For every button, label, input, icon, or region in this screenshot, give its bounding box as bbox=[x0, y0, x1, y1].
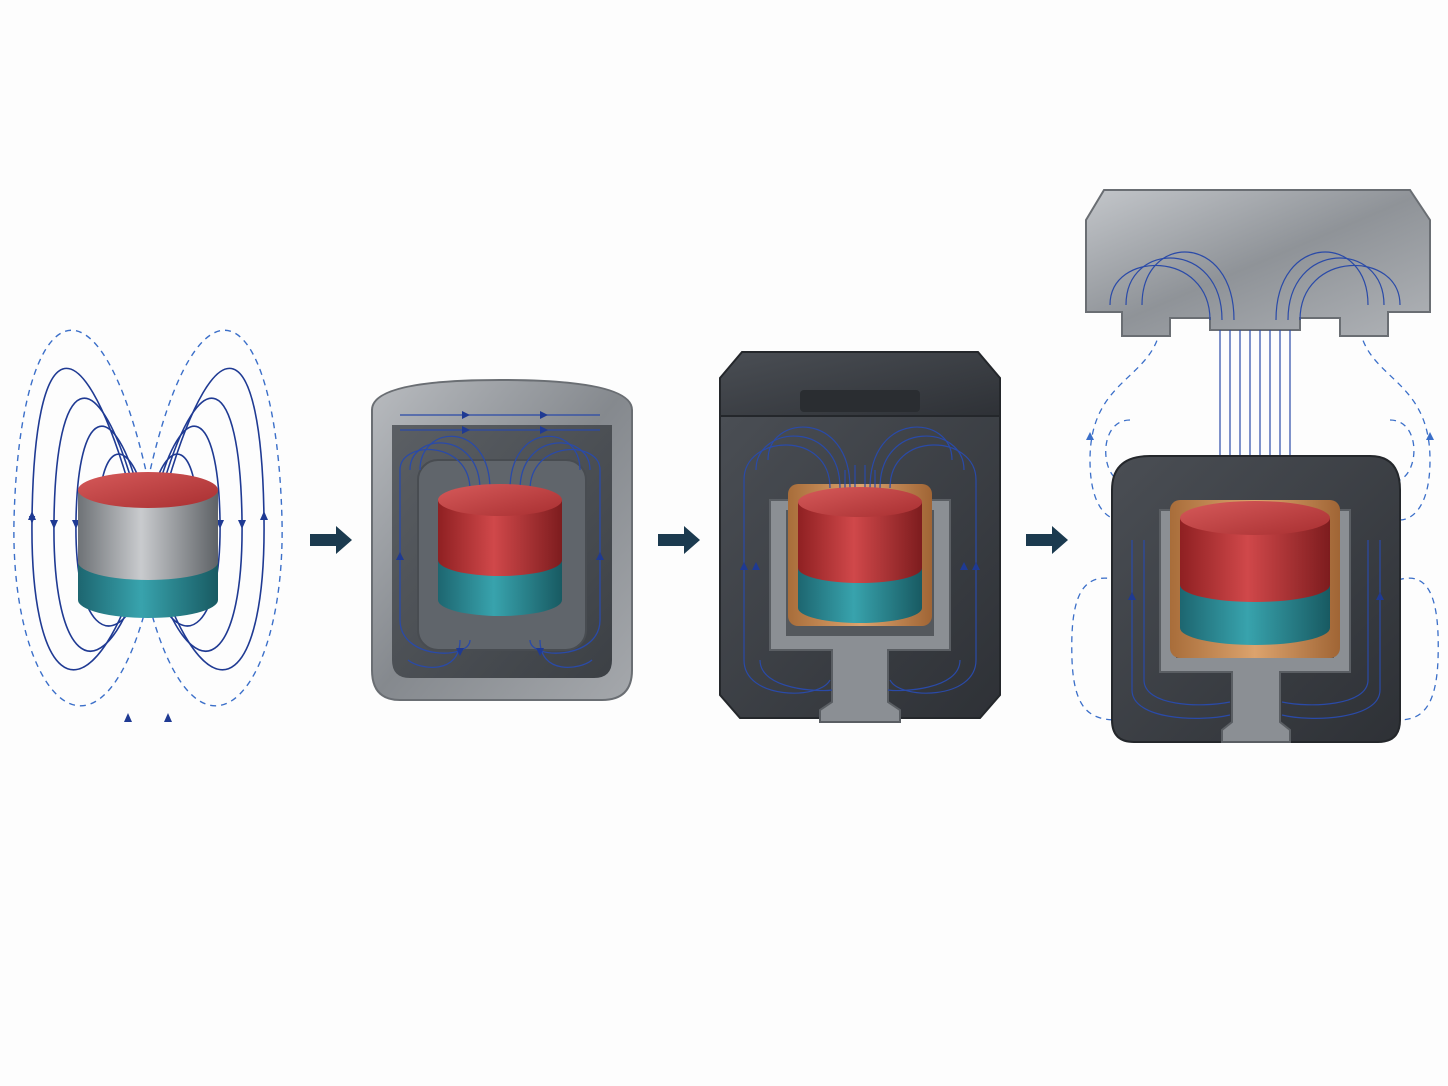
stage-2-field-lines bbox=[399, 414, 601, 669]
stage-4-magnet bbox=[1180, 501, 1330, 645]
stage-4-plate-field-lines bbox=[1109, 251, 1401, 321]
stage-2-field-arrows bbox=[396, 411, 604, 656]
stage-1-dashed-field-lines bbox=[13, 329, 283, 707]
stage-3-cap-recess bbox=[800, 390, 920, 412]
arrow-right-icon bbox=[658, 526, 700, 554]
stage-1-bare-magnet bbox=[13, 329, 283, 722]
stage-4-keeper-plate bbox=[1085, 189, 1431, 337]
arrow-right-icon bbox=[310, 526, 352, 554]
stage-2-pot-magnet bbox=[371, 378, 633, 701]
stage-3-magnet bbox=[798, 487, 922, 623]
stage-4-with-keeper-plate bbox=[1071, 189, 1439, 743]
stage-1-field-arrows bbox=[28, 511, 268, 722]
arrow-right-icon bbox=[1026, 526, 1068, 554]
stage-4-dashed-field-lines bbox=[1071, 329, 1439, 721]
stage-1-magnet bbox=[78, 472, 218, 618]
stage-4-body-field-lines bbox=[1131, 540, 1381, 719]
stage-4-field-arrows bbox=[1086, 432, 1434, 600]
stage-3-field-lines bbox=[743, 426, 977, 694]
stage-3-enclosed-circuit bbox=[719, 351, 1001, 723]
stage-2-magnet bbox=[438, 484, 562, 616]
stage-3-field-arrows bbox=[740, 562, 980, 570]
